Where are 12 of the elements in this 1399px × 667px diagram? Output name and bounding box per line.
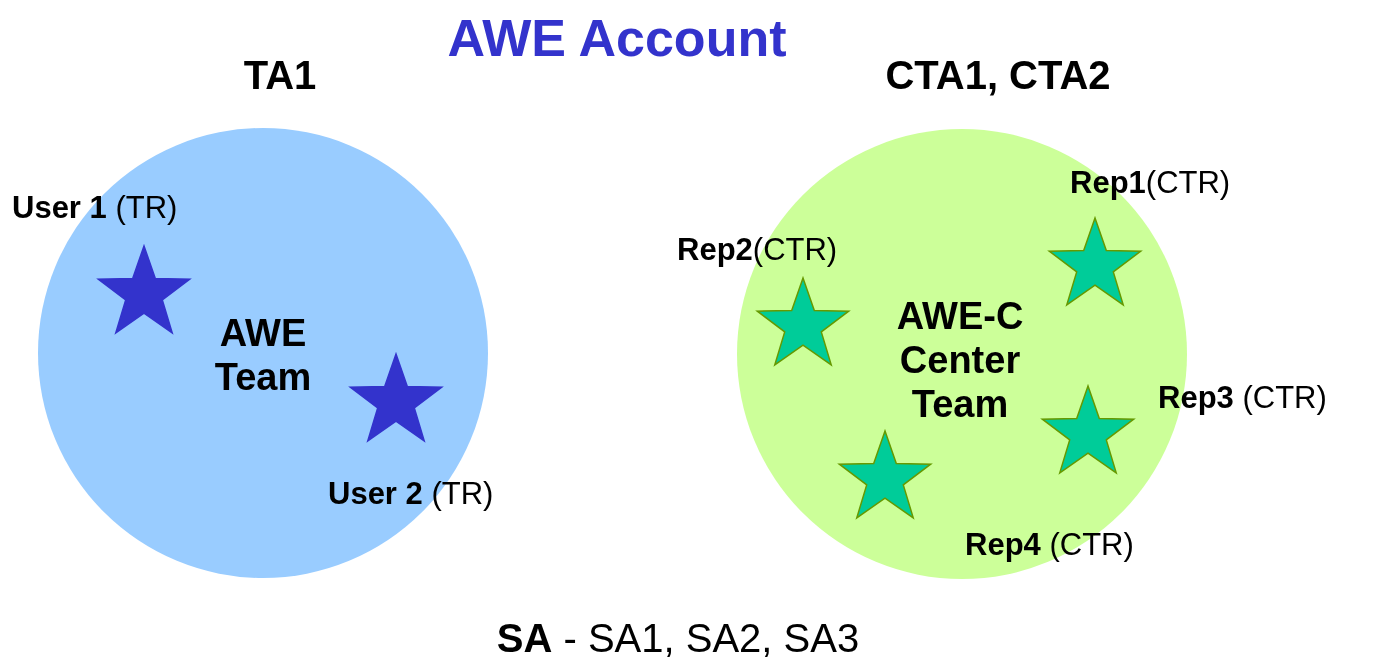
member-label: User 2 (TR): [328, 476, 494, 512]
member-label: Rep3 (CTR): [1158, 380, 1327, 416]
group-heading: CTA1, CTA2: [885, 52, 1111, 98]
group-heading: TA1: [243, 52, 317, 98]
team-name: AWE Team: [213, 311, 313, 399]
member-label: Rep4 (CTR): [965, 527, 1134, 563]
member-label: User 1 (TR): [12, 190, 178, 226]
team-name: AWE-C Center Team: [895, 294, 1025, 426]
member-label: Rep2(CTR): [677, 232, 838, 268]
diagram-title: AWE Account: [447, 8, 787, 68]
note-text: SA - SA1, SA2, SA3: [496, 615, 860, 661]
member-label: Rep1(CTR): [1070, 165, 1231, 201]
